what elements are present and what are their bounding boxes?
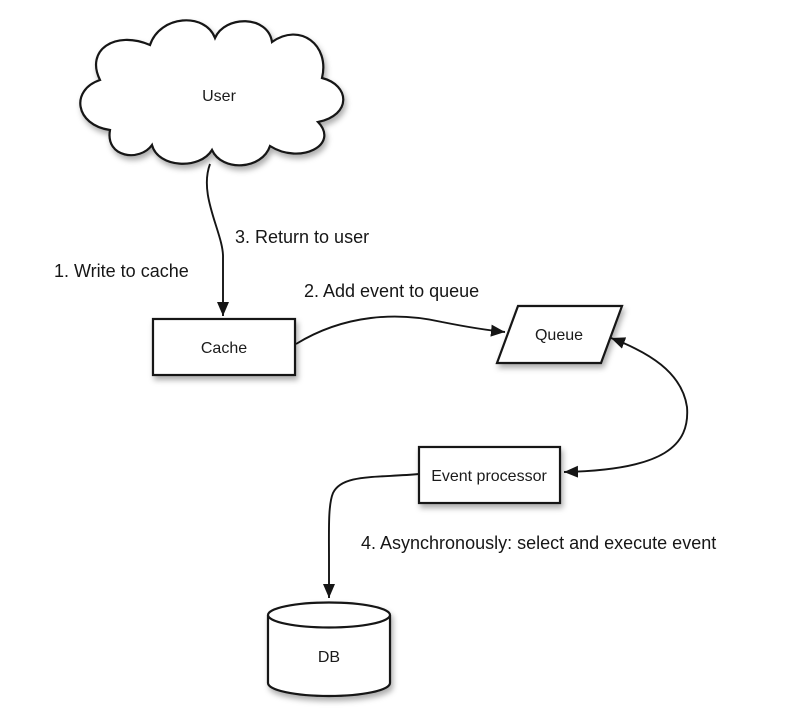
db-cylinder-top (266, 601, 392, 629)
node-event-processor-label: Event processor (431, 468, 547, 485)
edge-user-to-cache (205, 163, 229, 316)
node-queue (495, 304, 624, 365)
queue-parallelogram (495, 304, 624, 365)
node-cache-label: Cache (201, 340, 247, 357)
edge-label-write-to-cache: 1. Write to cache (54, 261, 189, 281)
edge-cache-to-queue (295, 315, 506, 345)
edge-event-processor-to-db (323, 473, 420, 598)
edge-label-add-event-to-queue: 2. Add event to queue (304, 281, 479, 301)
event-processor-box (417, 445, 562, 505)
node-user-label: User (202, 88, 236, 105)
edge-queue-event-processor-double-arrow (563, 337, 689, 478)
edge-label-return-to-user: 3. Return to user (235, 227, 369, 247)
node-event-processor (417, 445, 562, 505)
node-user (79, 19, 345, 167)
edge-label-async-execute: 4. Asynchronously: select and execute ev… (361, 533, 716, 553)
node-cache (151, 317, 297, 377)
node-db (266, 601, 392, 698)
cache-box (151, 317, 297, 377)
node-queue-label: Queue (535, 327, 583, 344)
cloud-shape (79, 19, 345, 167)
node-db-label: DB (318, 649, 340, 666)
db-cylinder-body (266, 615, 392, 698)
